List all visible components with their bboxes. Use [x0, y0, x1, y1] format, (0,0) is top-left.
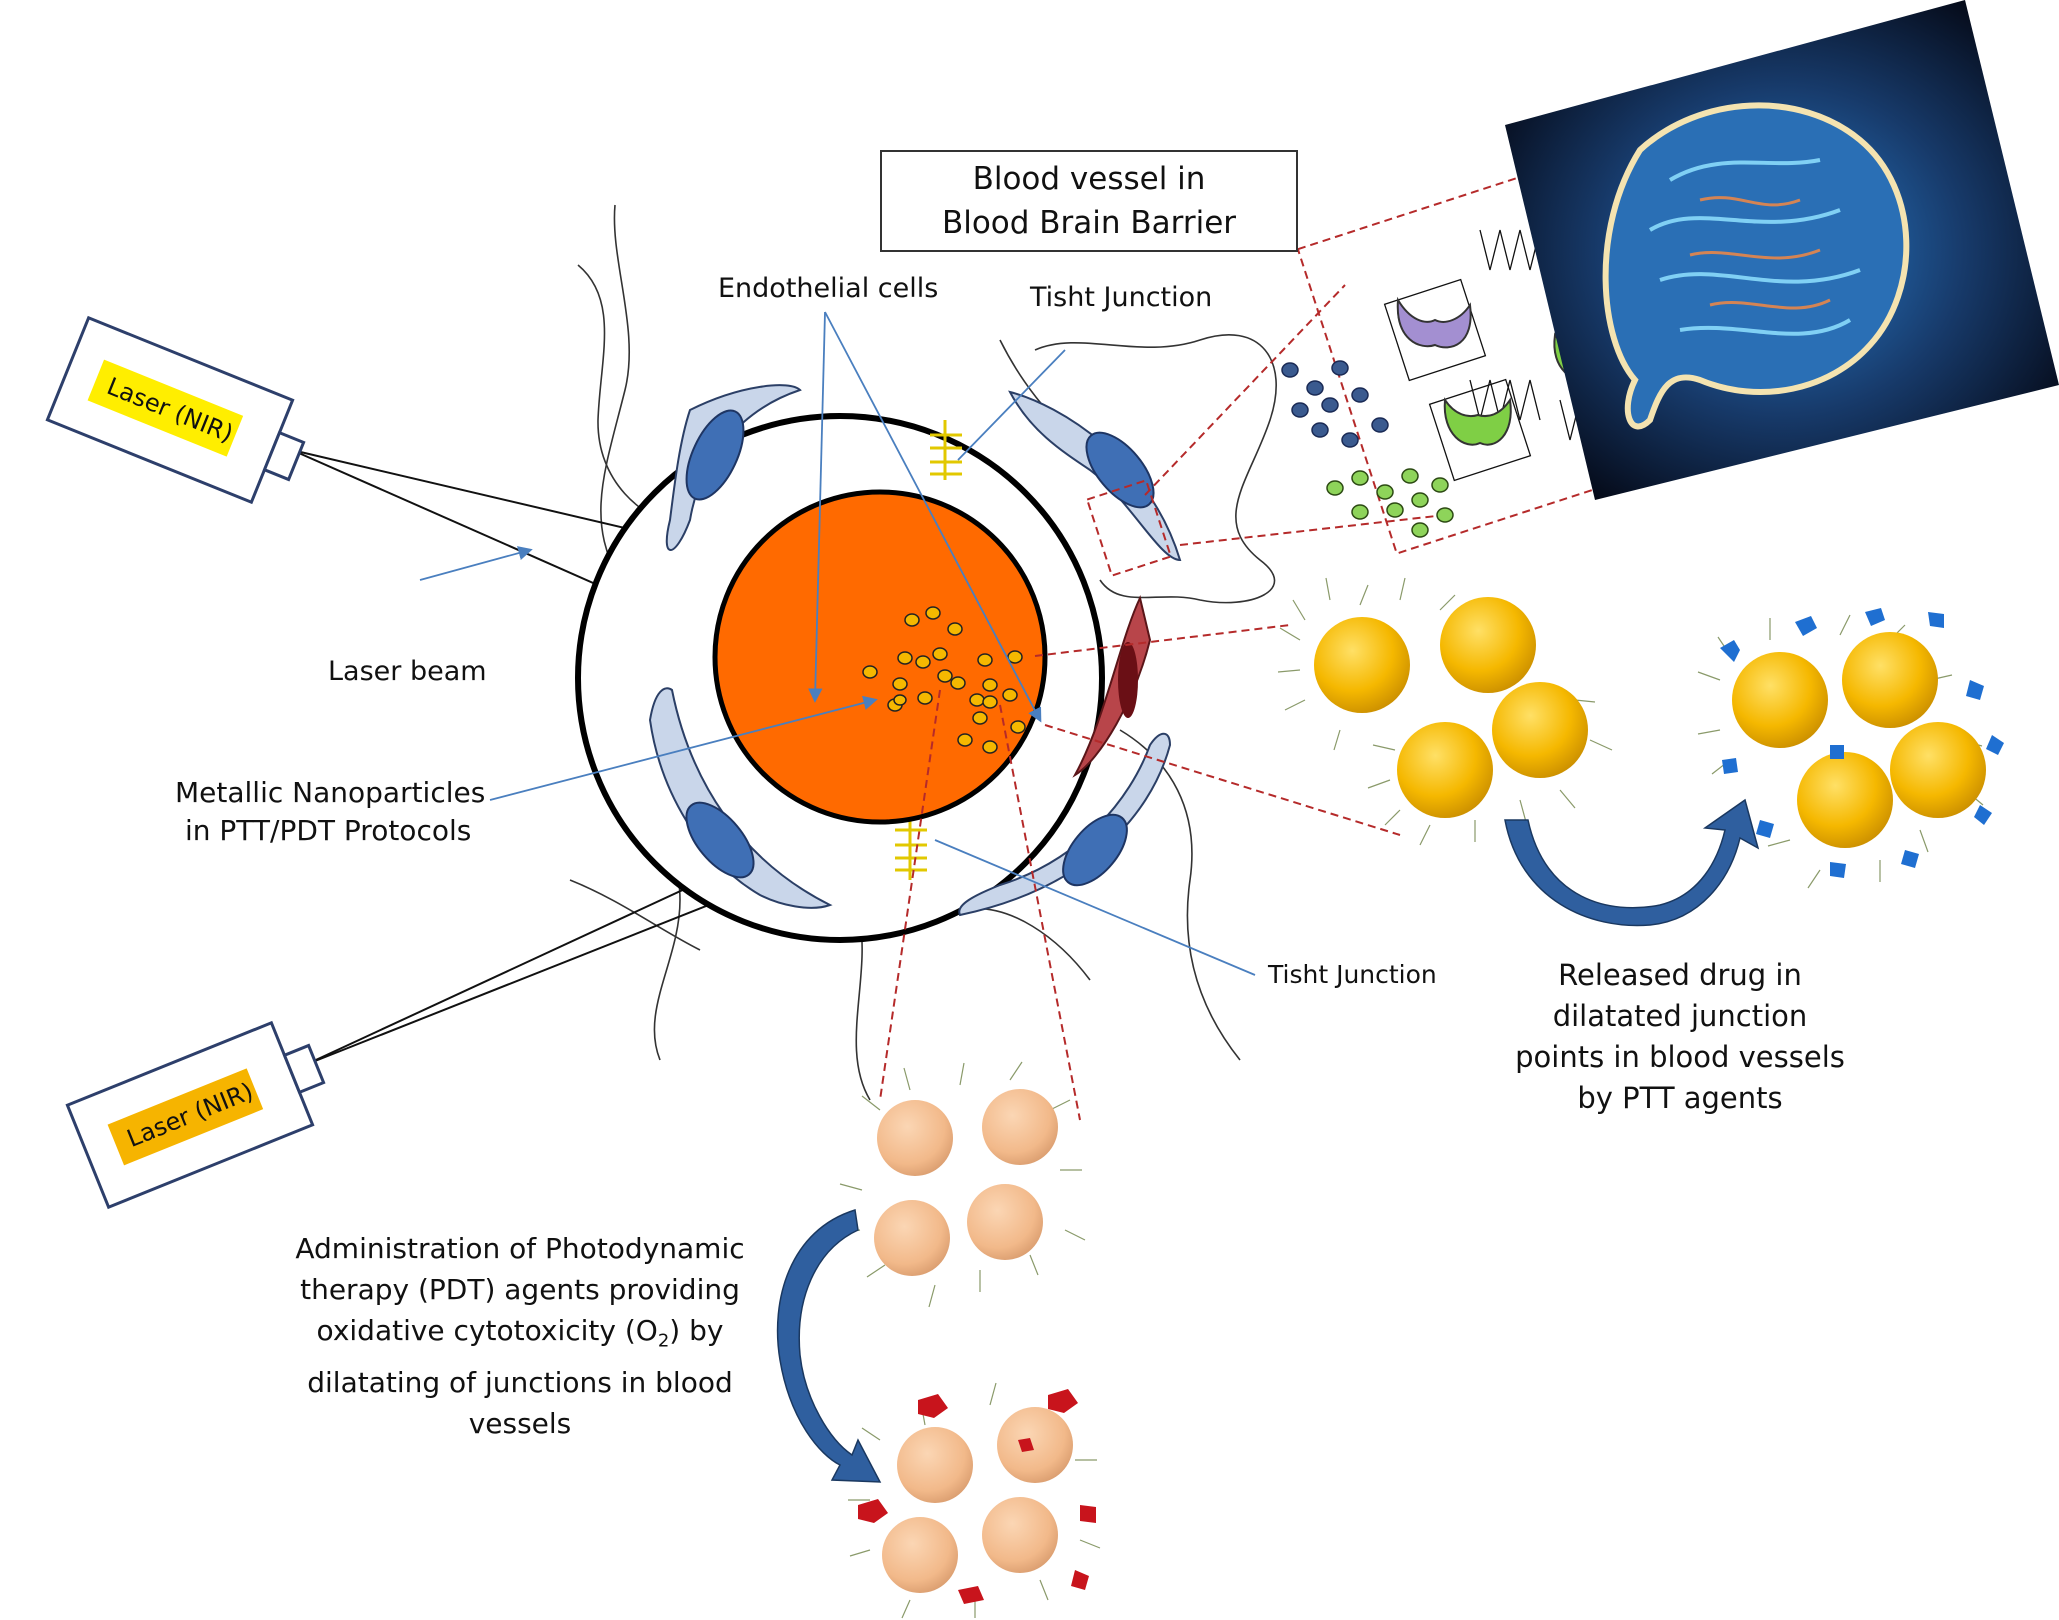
title-line-2: Blood Brain Barrier: [941, 205, 1237, 241]
pdt-line-2: therapy (PDT) agents providing: [300, 1273, 740, 1306]
callout-dashes: [879, 155, 1684, 1121]
laser-device-1: [45, 315, 306, 505]
tight-junction-top: [930, 420, 962, 480]
metallic-label-1: Metallic Nanoparticles: [175, 776, 485, 809]
pdt-line-3b: ) by: [669, 1314, 724, 1347]
pdt-line-3: oxidative cytotoxicity (O2) by: [270, 1310, 770, 1362]
metallic-label-2: in PTT/PDT Protocols: [185, 814, 471, 847]
pdt-line-3a: oxidative cytotoxicity (O: [316, 1314, 658, 1347]
pdt-line-1: Administration of Photodynamic: [295, 1232, 745, 1265]
released-drug-red: [858, 1389, 1096, 1604]
endothelial-label: Endothelial cells: [718, 273, 938, 304]
pdt-cluster-after: [848, 1382, 1101, 1619]
ptt-transition-arrow: [1504, 798, 1760, 927]
released-line-1: Released drug in: [1558, 958, 1802, 992]
released-line-3: points in blood vessels: [1515, 1040, 1845, 1074]
released-line-2: dilatated junction: [1552, 999, 1808, 1033]
released-line-4: by PTT agents: [1577, 1081, 1783, 1115]
annotation-pointers: [419, 311, 1256, 976]
tight-junction-bottom-label: Tisht Junction: [1267, 960, 1437, 989]
title-line-1: Blood vessel in: [972, 161, 1206, 197]
laser-device-2: [65, 1020, 326, 1210]
released-drug-caption: Released drug in dilatated junction poin…: [1500, 955, 1860, 1119]
pdt-line-5: vessels: [468, 1406, 572, 1440]
pdt-transition-arrow: [776, 1209, 882, 1483]
brain-image: [1505, 0, 2059, 500]
tight-junction-bottom: [895, 818, 927, 880]
vessel-lumen: [712, 489, 1048, 825]
released-drug-blue: [1720, 608, 2004, 878]
pdt-cluster-before: [837, 1061, 1086, 1308]
ptt-cluster-after: [1697, 608, 2004, 889]
laser-beam-label: Laser beam: [328, 656, 487, 687]
tight-junction-top-label: Tisht Junction: [1029, 282, 1212, 313]
title-box: Blood vessel in Blood Brain Barrier: [880, 150, 1298, 252]
pdt-line-4: dilatating of junctions in blood: [307, 1365, 733, 1399]
lumen-nanoparticles: [862, 606, 1026, 754]
pdt-caption: Administration of Photodynamic therapy (…: [270, 1228, 770, 1444]
ptt-cluster-before: [1277, 577, 1613, 846]
endothelial-nuclei: [685, 409, 1155, 887]
pdt-line-3-sub: 2: [657, 1330, 670, 1352]
